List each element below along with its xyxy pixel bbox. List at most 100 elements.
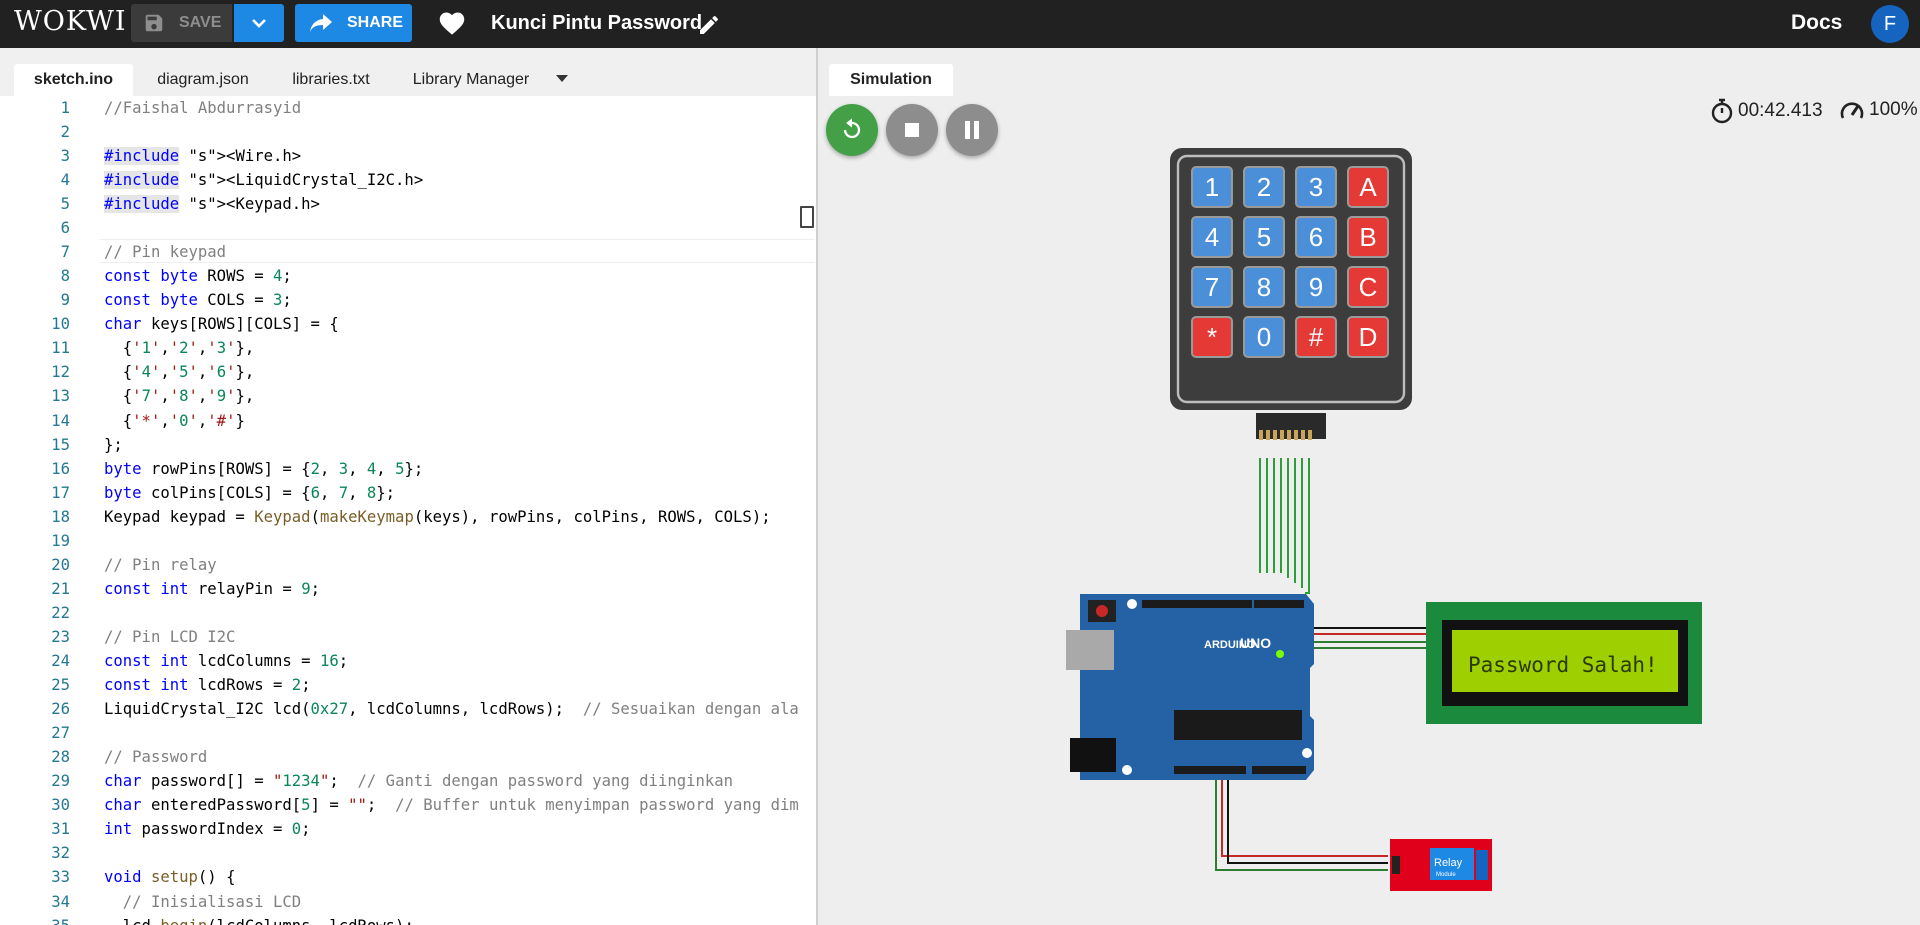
- code-line[interactable]: 13 {'7','8','9'},: [0, 385, 815, 409]
- code-line[interactable]: 6: [0, 216, 815, 240]
- code-line[interactable]: 35 lcd.begin(lcdColumns, lcdRows);: [0, 914, 815, 925]
- tab-libraries-txt[interactable]: libraries.txt: [292, 71, 370, 88]
- tab-library-manager[interactable]: Library Manager: [412, 71, 530, 88]
- code-line[interactable]: 23// Pin LCD I2C: [0, 625, 815, 649]
- project-title[interactable]: Kunci Pintu Password: [491, 12, 703, 34]
- code-line[interactable]: 1//Faishal Abdurrasyid: [0, 96, 815, 120]
- line-number: 15: [51, 435, 70, 454]
- keypad-key-#[interactable]: #: [1295, 316, 1337, 358]
- line-number: 7: [60, 243, 70, 262]
- code-text: //Faishal Abdurrasyid: [104, 98, 302, 117]
- code-line[interactable]: 22: [0, 601, 815, 625]
- share-button[interactable]: SHARE: [295, 4, 412, 42]
- code-text: const byte ROWS = 4;: [104, 267, 292, 286]
- line-number: 2: [60, 122, 70, 141]
- code-line[interactable]: 7// Pin keypad: [0, 240, 815, 264]
- board-brand-label: ARDUINO: [1204, 639, 1256, 651]
- svg-text:2: 2: [1257, 172, 1271, 202]
- user-avatar[interactable]: F: [1871, 5, 1909, 43]
- code-line[interactable]: 27: [0, 721, 815, 745]
- keypad-key-D[interactable]: D: [1347, 316, 1389, 358]
- keypad-key-1[interactable]: 1: [1191, 166, 1233, 208]
- keypad-key-0[interactable]: 0: [1243, 316, 1285, 358]
- code-area[interactable]: 1//Faishal Abdurrasyid 2 3#include "s"><Wi…: [0, 96, 815, 925]
- keypad-key-3[interactable]: 3: [1295, 166, 1337, 208]
- line-number: 21: [51, 579, 70, 598]
- restart-button[interactable]: [826, 104, 878, 156]
- keypad-key-C[interactable]: C: [1347, 266, 1389, 308]
- save-options-button[interactable]: [234, 4, 284, 42]
- line-number: 4: [60, 171, 70, 190]
- code-text: lcd.begin(lcdColumns, lcdRows);: [104, 917, 414, 925]
- keypad-key-A[interactable]: A: [1347, 166, 1389, 208]
- tab-sketch-ino[interactable]: sketch.ino: [14, 64, 133, 96]
- code-line[interactable]: 3#include "s"><Wire.h>: [0, 144, 815, 168]
- keypad-key-*[interactable]: *: [1191, 316, 1233, 358]
- code-line[interactable]: 32: [0, 842, 815, 866]
- usb-port: [1066, 630, 1114, 670]
- svg-text:9: 9: [1309, 272, 1323, 302]
- wokwi-logo[interactable]: WOKWI: [14, 6, 127, 37]
- keypad-key-5[interactable]: 5: [1243, 216, 1285, 258]
- line-number: 31: [51, 820, 70, 839]
- keypad-key-4[interactable]: 4: [1191, 216, 1233, 258]
- tab-simulation[interactable]: Simulation: [829, 64, 953, 96]
- code-line[interactable]: 19: [0, 529, 815, 553]
- code-text: void setup() {: [104, 868, 236, 887]
- line-number: 17: [51, 483, 70, 502]
- pause-button[interactable]: [946, 104, 998, 156]
- code-line[interactable]: 11 {'1','2','3'},: [0, 337, 815, 361]
- code-text: // Inisialisasi LCD: [122, 892, 302, 911]
- code-line[interactable]: 5#include "s"><Keypad.h>: [0, 192, 815, 216]
- simulation-panel: Simulation 00:42.413 100%: [818, 48, 1920, 925]
- reset-button[interactable]: [1096, 605, 1108, 617]
- line-number: 14: [51, 411, 70, 430]
- code-line[interactable]: 34 // Inisialisasi LCD: [0, 890, 815, 914]
- code-line[interactable]: 20// Pin relay: [0, 553, 815, 577]
- arduino-uno-board[interactable]: ARDUINO UNO: [1066, 594, 1314, 780]
- code-line[interactable]: 15};: [0, 433, 815, 457]
- code-line[interactable]: 12 {'4','5','6'},: [0, 361, 815, 385]
- editor-scrollbar[interactable]: [800, 206, 814, 228]
- tab-diagram-json[interactable]: diagram.json: [157, 71, 249, 88]
- heart-icon[interactable]: [438, 10, 466, 41]
- keypad-key-B[interactable]: B: [1347, 216, 1389, 258]
- edit-pencil-icon[interactable]: [697, 13, 721, 42]
- save-button[interactable]: SAVE: [131, 4, 232, 42]
- stop-button[interactable]: [886, 104, 938, 156]
- relay-module[interactable]: Relay Module: [1390, 839, 1492, 891]
- tab-menu-caret-icon[interactable]: [556, 70, 568, 88]
- panel-divider[interactable]: [816, 48, 818, 925]
- code-text: // Pin LCD I2C: [104, 627, 236, 646]
- restart-icon: [843, 118, 861, 139]
- svg-text:*: *: [1207, 322, 1217, 352]
- code-line[interactable]: 4 #include "s"><LiquidCrystal_I2C.h>: [0, 168, 815, 192]
- lcd-1602-i2c[interactable]: Password Salah!: [1426, 602, 1702, 724]
- docs-link[interactable]: Docs: [1791, 11, 1843, 34]
- keypad-key-7[interactable]: 7: [1191, 266, 1233, 308]
- keypad-key-6[interactable]: 6: [1295, 216, 1337, 258]
- code-text: #include "s"><LiquidCrystal_I2C.h>: [104, 171, 424, 190]
- code-line[interactable]: 2: [0, 120, 815, 144]
- keypad-key-8[interactable]: 8: [1243, 266, 1285, 308]
- code-line[interactable]: 28// Password: [0, 745, 815, 769]
- code-line[interactable]: 14 {'*','0','#'}: [0, 409, 815, 433]
- keypad-key-2[interactable]: 2: [1243, 166, 1285, 208]
- keypad-key-9[interactable]: 9: [1295, 266, 1337, 308]
